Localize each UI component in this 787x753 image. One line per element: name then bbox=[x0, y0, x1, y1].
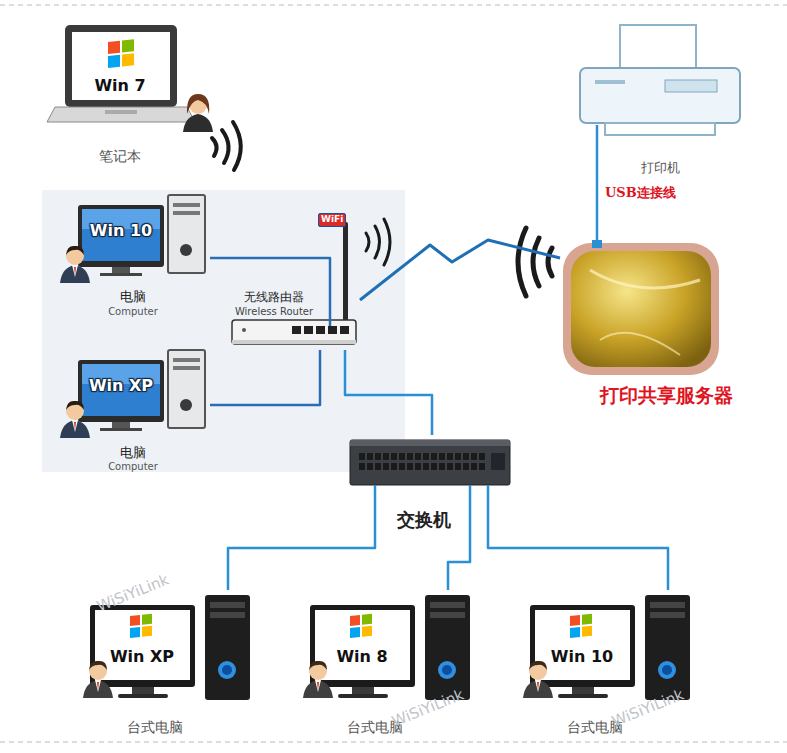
os-label: Win XP bbox=[110, 648, 174, 666]
os-label: Win 8 bbox=[336, 648, 387, 666]
device-label: 电脑 bbox=[120, 446, 146, 460]
cable-label: USB连接线 bbox=[604, 186, 677, 200]
device-label: Computer bbox=[108, 461, 158, 472]
device-label: 台式电脑 bbox=[127, 720, 183, 735]
desktop-computer: Win 10 电脑 Computer bbox=[60, 195, 210, 320]
network-cable bbox=[596, 180, 599, 240]
network-switch: 交换机 bbox=[345, 435, 515, 535]
printer: 打印机 bbox=[570, 20, 750, 180]
device-label: 电脑 bbox=[120, 290, 146, 304]
network-cable bbox=[210, 350, 320, 405]
laptop: Win 7 笔记本 bbox=[50, 20, 230, 170]
print-server: 打印共享服务器 bbox=[560, 240, 760, 415]
os-label: 无线路由器 bbox=[244, 291, 304, 304]
os-label: Win 10 bbox=[551, 648, 613, 666]
network-cable bbox=[488, 535, 668, 590]
wifi-logo: WiFi bbox=[318, 213, 346, 227]
device-label: Computer bbox=[108, 306, 158, 317]
device-label: 打印共享服务器 bbox=[600, 385, 733, 406]
laptop-icon bbox=[50, 20, 230, 170]
printer-icon bbox=[570, 20, 750, 180]
network-cable bbox=[360, 240, 560, 300]
network-cable bbox=[345, 350, 432, 435]
device-label: Wireless Router bbox=[235, 306, 313, 317]
os-label: Win XP bbox=[89, 377, 153, 395]
device-label: 打印机 bbox=[641, 161, 680, 175]
os-label: Win 7 bbox=[94, 77, 145, 95]
wireless-router: 无线路由器 Wireless Router bbox=[230, 288, 360, 350]
device-label: 交换机 bbox=[397, 510, 451, 530]
network-cable bbox=[448, 535, 470, 590]
desktop-computer: Win XP 电脑Computer bbox=[60, 350, 210, 472]
network-cable bbox=[210, 258, 330, 288]
os-label: Win 10 bbox=[90, 222, 152, 240]
device-label: 笔记本 bbox=[99, 149, 141, 164]
network-cable bbox=[228, 535, 375, 590]
